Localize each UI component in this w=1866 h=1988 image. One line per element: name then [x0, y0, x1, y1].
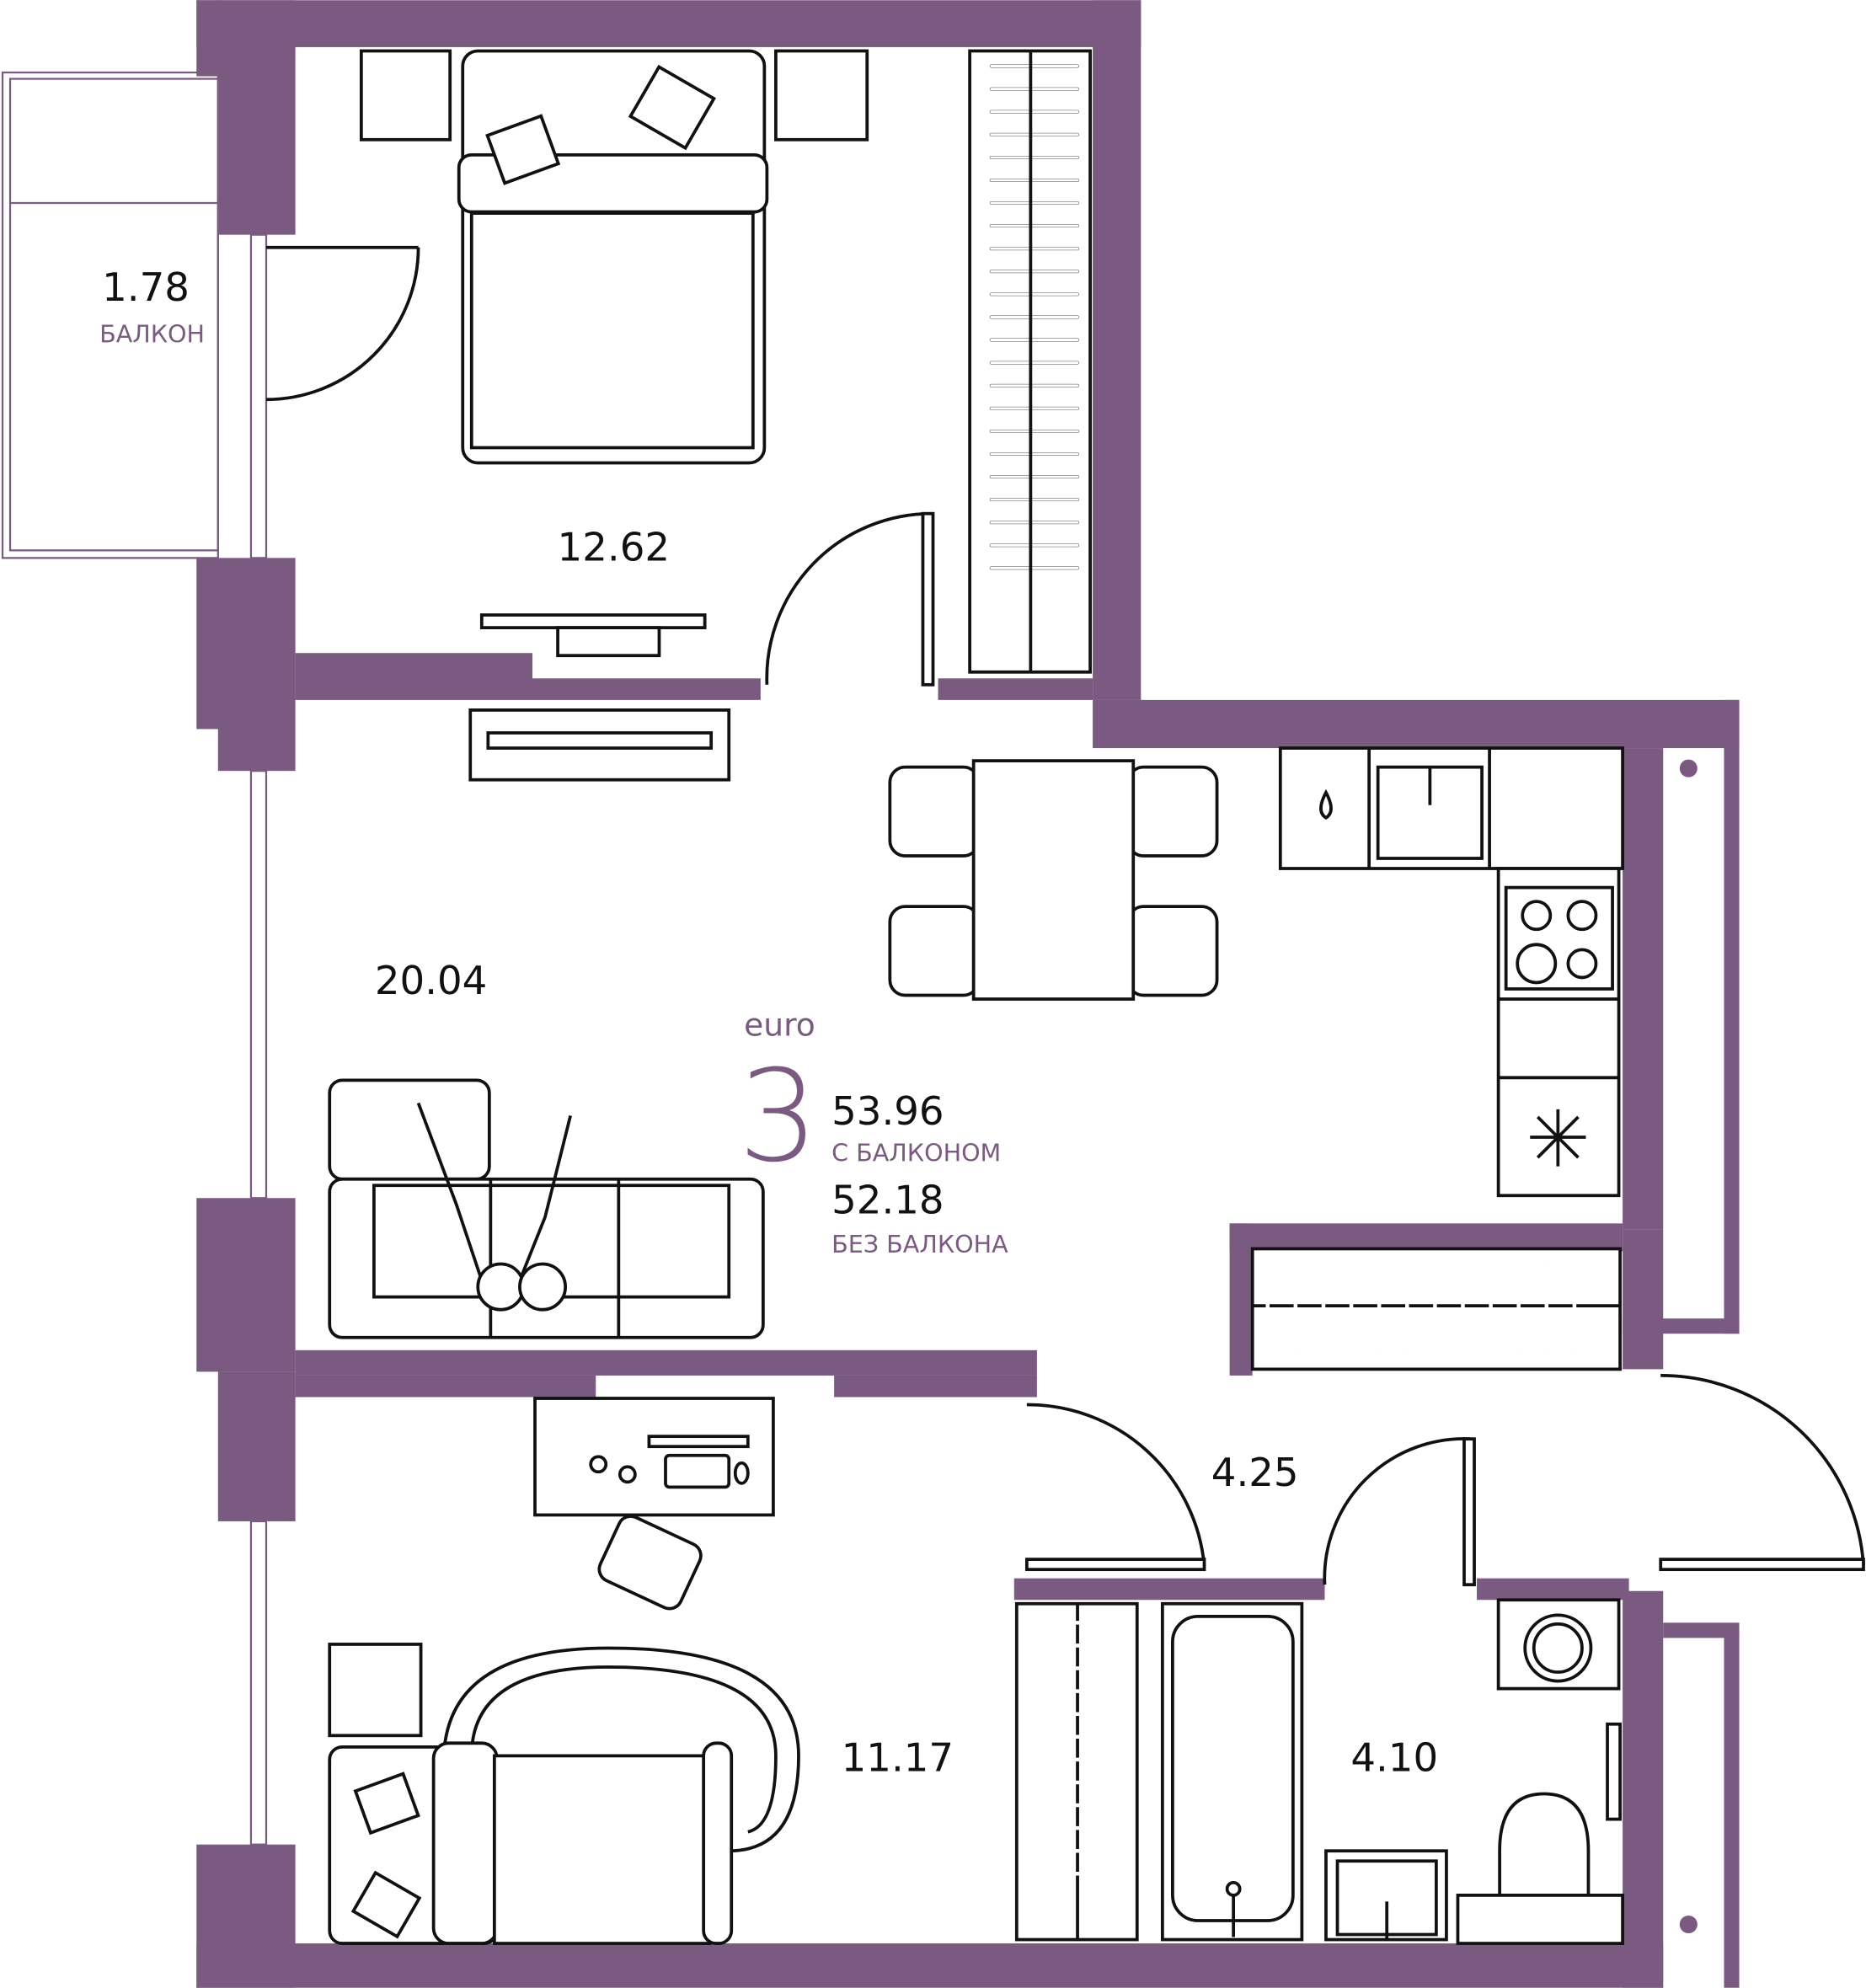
living-room-area: 20.04	[375, 958, 487, 1003]
area-with-balcony: 53.96	[831, 1088, 944, 1134]
balcony-label: БАЛКОН	[99, 320, 205, 349]
room-labels: 1.78 БАЛКОН 12.62 20.04 4.25 11.17 4.10	[99, 265, 1438, 1781]
snowflake-icon	[1530, 1109, 1586, 1167]
doors	[265, 245, 1865, 1587]
plan-type-prefix: euro	[744, 1007, 815, 1044]
bedroom-area: 12.62	[558, 524, 670, 569]
water-drop-icon	[1319, 788, 1333, 820]
plan-summary: euro 3 53.96 С БАЛКОНОМ 52.18 БЕЗ БАЛКОН…	[738, 1007, 1008, 1259]
balcony-area: 1.78	[102, 265, 190, 310]
balcony-outline	[1, 71, 268, 1846]
rooms-count: 3	[738, 1043, 819, 1190]
area-without-balcony: 52.18	[831, 1177, 944, 1222]
bathroom-area: 4.10	[1350, 1734, 1438, 1780]
area-without-balcony-label: БЕЗ БАЛКОНА	[831, 1230, 1008, 1259]
hallway-area: 4.25	[1211, 1450, 1299, 1495]
area-with-balcony-label: С БАЛКОНОМ	[831, 1139, 1001, 1168]
furniture	[328, 49, 1624, 1945]
walls	[196, 0, 1740, 1988]
wardrobe-hangers-bedroom	[989, 51, 1079, 672]
second-bedroom-area: 11.17	[842, 1734, 954, 1780]
